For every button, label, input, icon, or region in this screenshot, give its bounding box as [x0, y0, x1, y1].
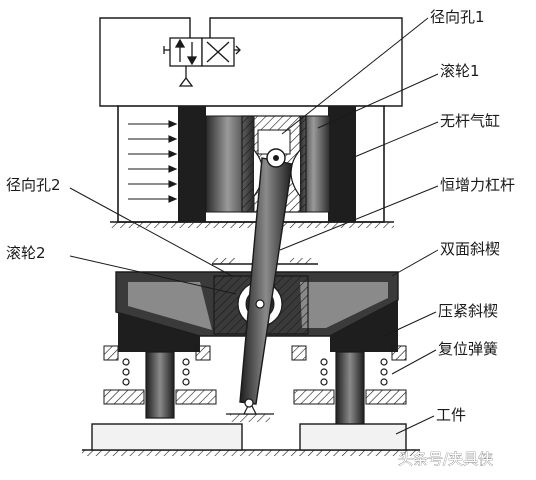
air-supply-circuit	[99, 17, 403, 107]
label-constant-force-lever: 恒增力杠杆	[440, 176, 515, 194]
workpiece	[91, 423, 407, 451]
watermark: 头条号/夹具侠	[398, 450, 493, 468]
rodless-cylinder	[110, 105, 394, 228]
label-radial-hole-2: 径向孔2	[6, 176, 61, 194]
label-double-wedge: 双面斜楔	[440, 240, 500, 258]
label-radial-hole-1: 径向孔1	[430, 8, 485, 26]
leader-lines	[69, 17, 439, 435]
constant-force-lever	[239, 148, 293, 408]
label-roller-2: 滚轮2	[6, 244, 46, 262]
return-spring-icon	[122, 358, 388, 386]
label-rodless-cylinder: 无杆气缸	[440, 112, 500, 130]
air-pressure-arrows-icon	[128, 120, 178, 203]
label-return-spring: 复位弹簧	[438, 340, 498, 358]
label-roller-1: 滚轮1	[440, 62, 480, 80]
label-workpiece: 工件	[436, 406, 466, 424]
clamp-plungers	[103, 345, 407, 427]
directional-valve-icon	[163, 37, 241, 87]
label-clamp-wedge: 压紧斜楔	[438, 302, 498, 320]
